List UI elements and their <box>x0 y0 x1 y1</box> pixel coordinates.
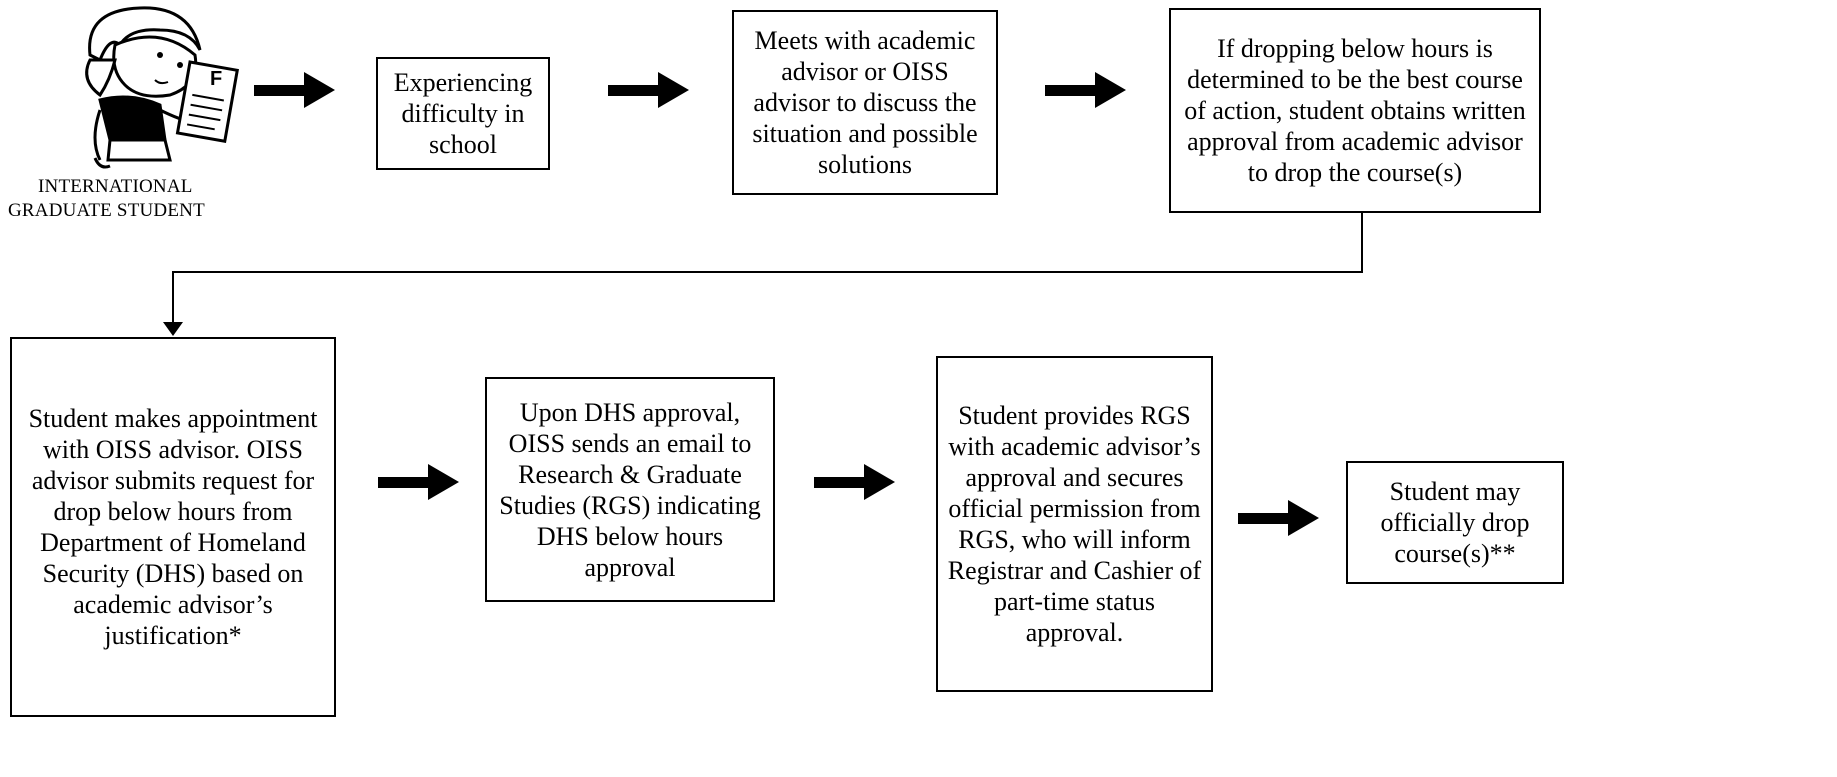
step-meets-advisor: Meets with academic advisor or OISS advi… <box>732 10 998 195</box>
arrow-5 <box>814 464 895 500</box>
arrow-4 <box>378 464 459 500</box>
arrow-3 <box>1045 72 1126 108</box>
step-dhs-approval: Upon DHS approval, OISS sends an email t… <box>485 377 775 602</box>
connector-line <box>163 213 1363 336</box>
step-oiss-appointment: Student makes appointment with OISS advi… <box>10 337 336 717</box>
student-illustration-icon <box>85 6 240 169</box>
step-officially-drop: Student may officially drop course(s)** <box>1346 461 1564 584</box>
step-experiencing-difficulty: Experiencing difficulty in school <box>376 57 550 170</box>
arrow-2 <box>608 72 689 108</box>
caption-line-1: International <box>38 176 193 197</box>
step-rgs-permission: Student provides RGS with academic advis… <box>936 356 1213 692</box>
arrow-6 <box>1238 500 1319 536</box>
step-written-approval: If dropping below hours is determined to… <box>1169 8 1541 213</box>
caption-line-2: Graduate Student <box>8 200 205 221</box>
student-caption: International Graduate Student <box>8 175 205 223</box>
grade-letter: F <box>210 68 223 90</box>
